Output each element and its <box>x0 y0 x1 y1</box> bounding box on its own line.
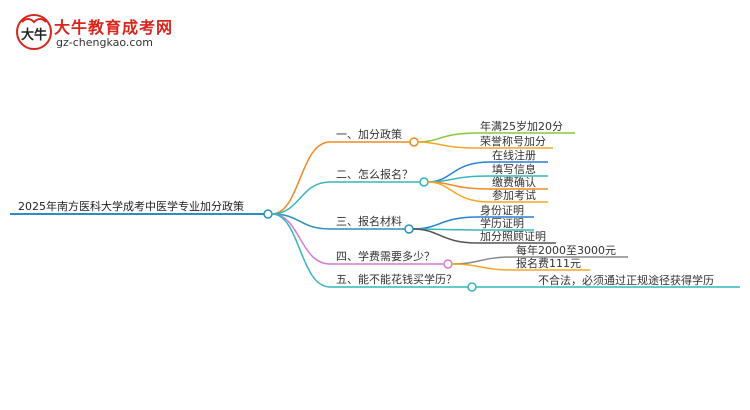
leaf-honor-bonus: 荣誉称号加分 <box>480 135 546 148</box>
root-node-dot <box>263 209 273 219</box>
branch-4-dot <box>443 259 453 269</box>
leaf-bonus-proof: 加分照顾证明 <box>480 230 546 243</box>
bull-emblem-icon: 大牛 <box>16 14 52 50</box>
leaf-registration-fee: 报名费111元 <box>516 257 581 270</box>
leaf-fill-info: 填写信息 <box>492 163 536 176</box>
branch-5-label: 五、能不能花钱买学历？ <box>336 273 457 286</box>
branch-3-dot <box>404 224 414 234</box>
leaf-education-proof: 学历证明 <box>480 217 524 230</box>
branch-2-dot <box>419 177 429 187</box>
branch-5-dot <box>467 282 477 292</box>
site-title: 大牛教育成考网 <box>54 18 174 37</box>
edge-branch-2 <box>271 181 331 215</box>
edge-branch-5 <box>271 213 331 288</box>
site-url: gz-chengkao.com <box>56 36 153 49</box>
leaf-age-bonus: 年满25岁加20分 <box>480 120 563 133</box>
leaf-payment-confirm: 缴费确认 <box>492 176 536 189</box>
branch-3-label: 三、报名材料 <box>336 215 402 228</box>
leaf-not-legal: 不合法，必须通过正规途径获得学历 <box>538 274 714 287</box>
leaf-annual-tuition: 每年2000至3000元 <box>516 244 616 257</box>
edge-branch-1 <box>271 141 331 215</box>
leaf-online-register: 在线注册 <box>492 149 536 162</box>
leaf-take-exam: 参加考试 <box>492 189 536 202</box>
branch-1-label: 一、加分政策 <box>336 128 402 141</box>
branch-2-label: 二、怎么报名？ <box>336 168 413 181</box>
branch-4-label: 四、学费需要多少？ <box>336 250 435 263</box>
emblem-text: 大牛 <box>21 27 47 43</box>
mindmap-root: 2025年南方医科大学成考中医学专业加分政策 <box>18 200 244 213</box>
site-logo[interactable]: 大牛 大牛教育成考网 gz-chengkao.com <box>14 12 214 52</box>
branch-1-dot <box>409 137 419 147</box>
leaf-id-proof: 身份证明 <box>480 204 524 217</box>
